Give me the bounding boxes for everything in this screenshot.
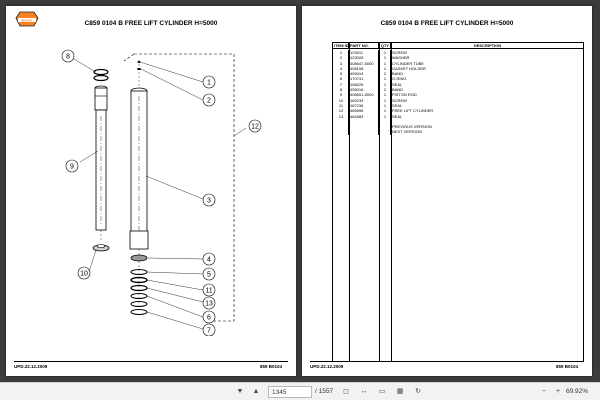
rotate-icon[interactable]: ↻ xyxy=(415,388,421,395)
fit-page-icon[interactable]: ◻ xyxy=(343,388,349,395)
header-qty: QTY xyxy=(380,43,391,48)
col-divider xyxy=(379,43,380,361)
callout-4: 4 xyxy=(207,257,211,264)
footer-code: 859 B0104 xyxy=(259,364,282,369)
page-up-icon[interactable]: ▲ xyxy=(252,388,260,395)
page-title-left: C859 0104 B FREE LIFT CYLINDER H=5000 xyxy=(84,20,218,27)
footer-code: 859 B0104 xyxy=(555,364,578,369)
page-number-input[interactable] xyxy=(268,386,312,398)
callout-6: 6 xyxy=(207,315,211,322)
callout-3: 3 xyxy=(207,198,211,205)
callout-1: 1 xyxy=(207,80,211,87)
page-down-icon[interactable]: ▼ xyxy=(236,388,244,395)
table-header: ITEM ID PART NO. QTY DESCRIPTION xyxy=(333,43,583,49)
footer-divider xyxy=(310,361,584,362)
note-previous-version[interactable]: PREVIOUS VERSION xyxy=(392,124,432,130)
col-divider xyxy=(391,43,392,361)
company-logo: RENTAL xyxy=(15,11,39,27)
viewer-toolbar: ▼ ▲ / 1557 ◻ ↔ ▭ ▦ ↻ − + 69.92% xyxy=(0,382,600,400)
footer-divider xyxy=(14,361,288,362)
table-row: PREVIOUS VERSION xyxy=(333,124,583,130)
page-title-right: C859 0104 B FREE LIFT CYLINDER H=5000 xyxy=(380,20,514,27)
page-drawing: RENTAL C859 0104 B FREE LIFT CYLINDER H=… xyxy=(6,6,296,376)
col-divider xyxy=(349,43,350,361)
table-row-spacer xyxy=(333,118,583,125)
callout-13: 13 xyxy=(205,301,213,308)
piston-rod xyxy=(92,68,110,252)
exploded-view-drawing: 8 1 2 12 9 3 4 10 5 11 13 xyxy=(61,49,262,336)
two-page-icon[interactable]: ▦ xyxy=(396,388,404,395)
footer-date: UPD.22.12.2009 xyxy=(310,364,344,369)
single-page-icon[interactable]: ▭ xyxy=(378,388,386,395)
callout-12: 12 xyxy=(251,124,259,131)
callout-11: 11 xyxy=(205,288,212,295)
footer-date: UPD.22.12.2009 xyxy=(14,364,48,369)
callout-7: 7 xyxy=(207,328,211,335)
zoom-out-icon[interactable]: − xyxy=(541,388,547,395)
note-next-version[interactable]: NEXT VERSION xyxy=(392,129,422,135)
header-part-no: PART NO. xyxy=(349,43,379,48)
callout-8: 8 xyxy=(66,54,70,61)
page-parts-list: C859 0104 B FREE LIFT CYLINDER H=5000 IT… xyxy=(302,6,592,376)
callout-2: 2 xyxy=(207,98,211,105)
table-row: NEXT VERSION xyxy=(333,129,583,135)
callout-10: 10 xyxy=(80,271,88,278)
seal-stack xyxy=(130,249,148,315)
header-item-id: ITEM ID xyxy=(334,43,349,48)
page-total: / 1557 xyxy=(315,388,334,395)
logo-text: RENTAL xyxy=(21,18,33,22)
callout-9: 9 xyxy=(70,164,74,171)
fit-width-icon[interactable]: ↔ xyxy=(360,388,368,395)
header-description: DESCRIPTION xyxy=(473,43,502,48)
cylinder-tube xyxy=(129,60,149,250)
document-viewer[interactable]: RENTAL C859 0104 B FREE LIFT CYLINDER H=… xyxy=(0,0,600,382)
zoom-level[interactable]: 69.92% xyxy=(566,388,589,395)
zoom-in-icon[interactable]: + xyxy=(555,388,561,395)
callout-5: 5 xyxy=(207,272,211,279)
